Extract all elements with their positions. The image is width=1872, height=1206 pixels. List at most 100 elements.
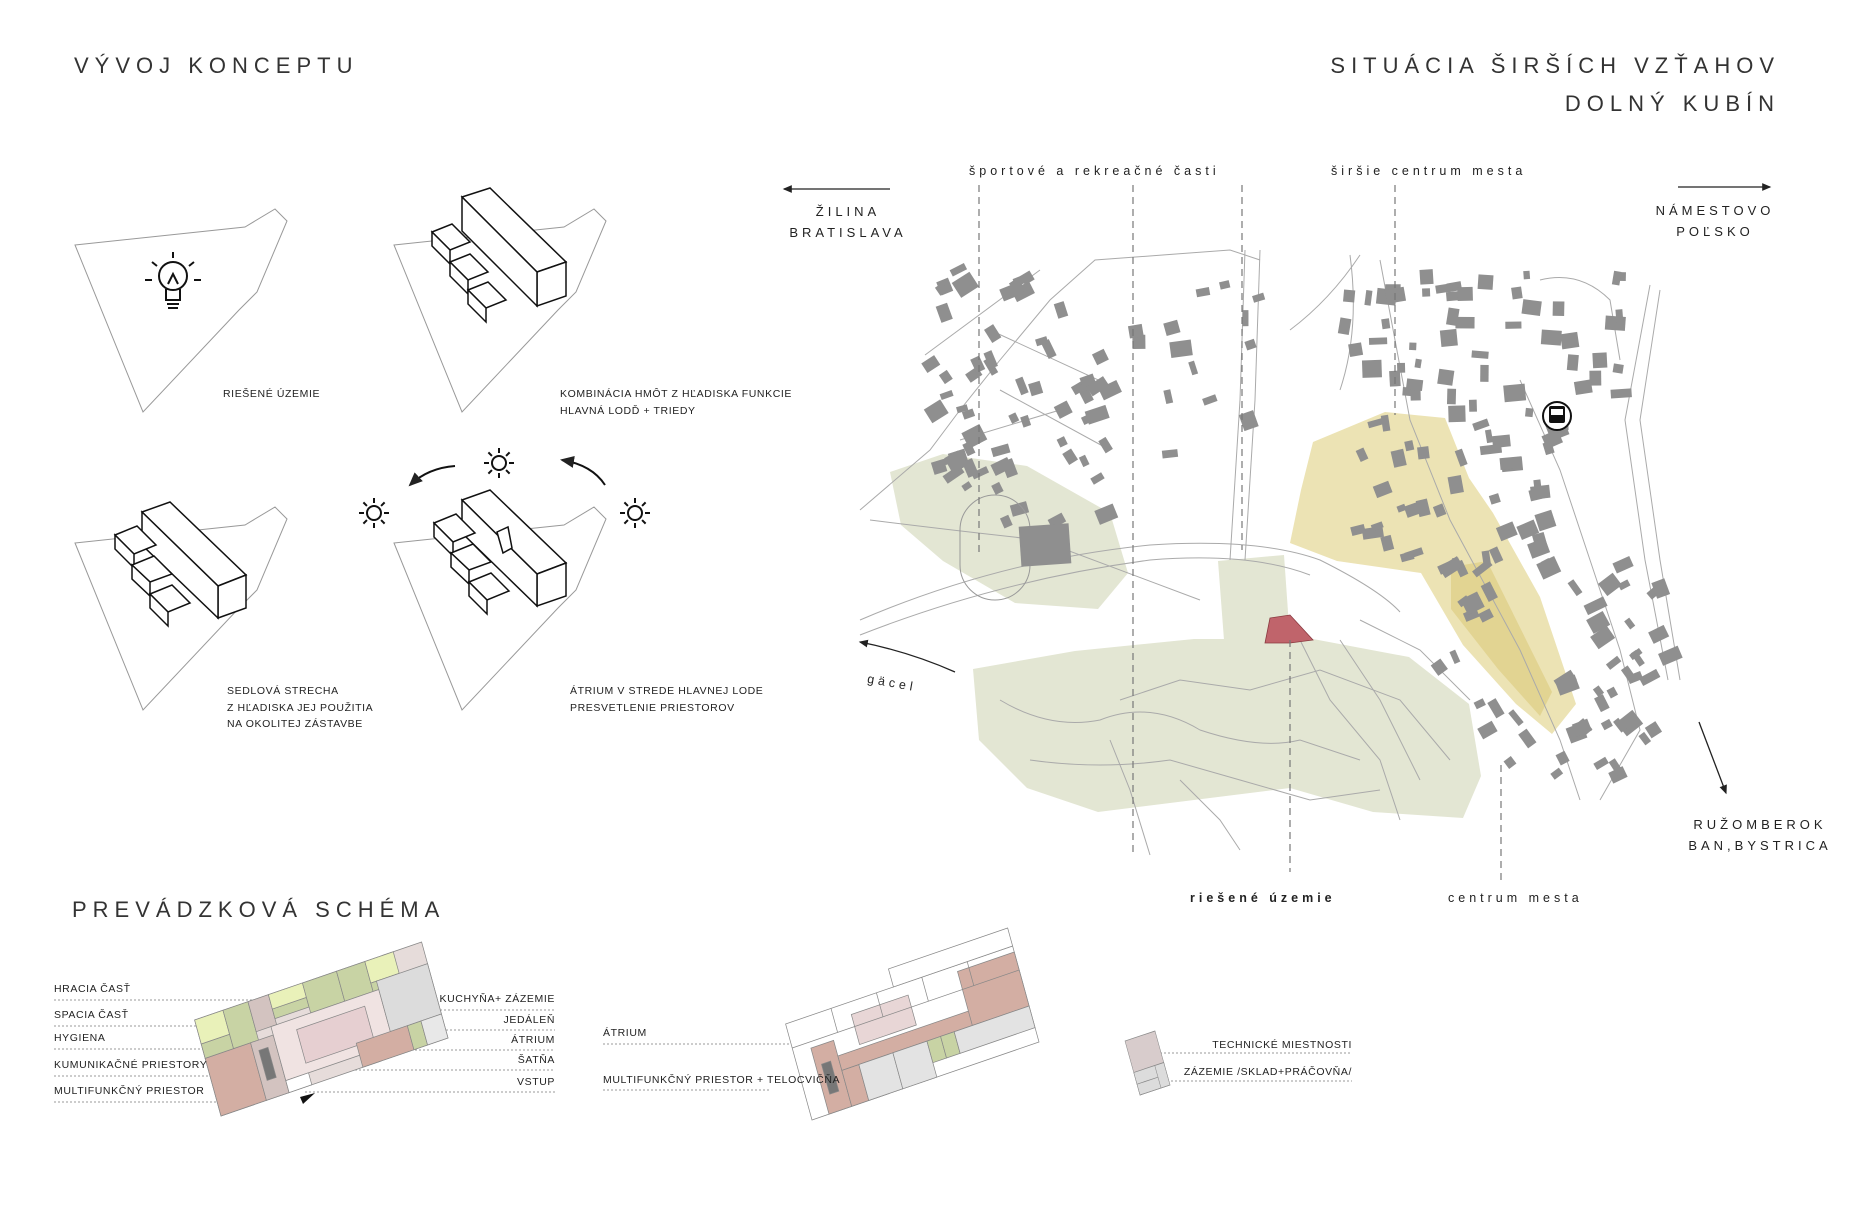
building: [1448, 405, 1466, 423]
building: [1606, 686, 1619, 699]
building: [1409, 342, 1417, 351]
building: [939, 389, 954, 401]
building: [1435, 283, 1454, 294]
concept-massing-3: [113, 501, 248, 628]
building: [1505, 321, 1522, 329]
building: [1583, 596, 1608, 616]
building: [1523, 270, 1531, 280]
building: [1419, 269, 1434, 285]
schema-label-play: HRACIA ČASŤ: [54, 983, 131, 995]
building: [999, 281, 1024, 302]
building: [1612, 556, 1634, 574]
concept-step-3-label: SEDLOVÁ STRECHA Z HĽADISKA JEJ POUŽITIA …: [227, 686, 373, 736]
building: [1471, 350, 1489, 359]
concept-title: VÝVOJ KONCEPTU: [74, 53, 359, 78]
schema-title: PREVÁDZKOVÁ SCHÉMA: [72, 897, 446, 922]
building: [1447, 474, 1464, 495]
building: [1479, 443, 1503, 456]
schema-label-dining: JEDÁLEŇ: [503, 1014, 555, 1026]
building: [1053, 301, 1069, 319]
schema-plan-technical: [1124, 1030, 1171, 1096]
building: [1432, 503, 1447, 518]
building: [1552, 301, 1565, 316]
building: [1612, 363, 1624, 374]
building: [1592, 352, 1608, 369]
building: [1397, 362, 1406, 373]
label-line: KOMBINÁCIA HMÔT Z HĽADISKA FUNKCIE: [560, 388, 792, 400]
building: [1571, 718, 1592, 737]
building: [1244, 338, 1257, 351]
concept-site-1: [74, 208, 288, 413]
building: [1477, 720, 1498, 740]
building: [1446, 307, 1460, 327]
building: [990, 443, 1011, 458]
building: [1560, 331, 1580, 350]
building: [1238, 410, 1259, 432]
building: [1573, 379, 1593, 396]
concept-massing-2: [430, 187, 568, 324]
building: [1610, 388, 1632, 399]
building: [1651, 578, 1671, 599]
label-line: HLAVNÁ LODĎ + TRIEDY: [560, 404, 696, 417]
building: [1084, 404, 1110, 425]
concept-massing-4: [432, 489, 568, 616]
building: [961, 423, 988, 449]
building: [1626, 670, 1644, 684]
direction-west: ŽILINA BRATISLAVA: [778, 205, 918, 245]
building: [1169, 339, 1193, 359]
situation-title: SITUÁCIA ŠIRŠÍCH VZŤAHOV: [1330, 53, 1780, 78]
building: [1056, 436, 1068, 448]
building: [1533, 479, 1542, 488]
building: [1242, 310, 1249, 327]
building: [1598, 572, 1622, 597]
building: [934, 282, 948, 296]
building: [1638, 731, 1652, 746]
building: [1028, 380, 1044, 397]
building: [1417, 446, 1430, 460]
concept-step-2-label: KOMBINÁCIA HMÔT Z HĽADISKA FUNKCIE HLAVN…: [560, 389, 792, 422]
building: [1446, 388, 1457, 405]
building: [1161, 449, 1179, 459]
building: [961, 408, 976, 420]
zone-label-site: riešené územie: [1190, 891, 1336, 905]
building: [1534, 509, 1557, 532]
building: [1364, 290, 1373, 306]
building: [1540, 557, 1557, 577]
building: [1405, 378, 1424, 391]
building: [1590, 625, 1616, 650]
building: [1337, 317, 1352, 335]
building: [1611, 270, 1622, 286]
building: [1399, 550, 1415, 563]
building: [1638, 668, 1661, 687]
building: [1468, 399, 1477, 412]
building: [1012, 274, 1027, 287]
building: [1094, 503, 1119, 525]
building: [1368, 337, 1388, 345]
building: [1495, 521, 1518, 542]
building: [1555, 750, 1570, 766]
building: [983, 350, 998, 370]
building: [944, 450, 967, 474]
building: [1372, 480, 1393, 499]
direction-line: POĽSKO: [1676, 224, 1754, 239]
building: [1008, 412, 1020, 424]
building: [1439, 328, 1458, 347]
roads: [859, 249, 1681, 856]
building: [1488, 546, 1504, 564]
building: [1550, 767, 1564, 780]
concept-step-1-label: RIEŠENÉ ÚZEMIE: [223, 389, 320, 406]
building: [1449, 649, 1461, 664]
building: [1350, 523, 1366, 536]
building: [1658, 645, 1683, 666]
building: [1040, 339, 1057, 360]
building: [1455, 316, 1475, 329]
direction-south: RUŽOMBEROK BAN,BYSTRICA: [1680, 818, 1840, 858]
building: [935, 302, 953, 323]
zone-label-center: centrum mesta: [1448, 891, 1583, 905]
building: [1593, 756, 1609, 770]
sports-track: [959, 494, 1072, 601]
schema-label-sleep: SPACIA ČASŤ: [54, 1009, 129, 1021]
direction-line: RUŽOMBEROK: [1693, 817, 1827, 832]
building: [1525, 407, 1534, 418]
building: [1163, 389, 1174, 405]
